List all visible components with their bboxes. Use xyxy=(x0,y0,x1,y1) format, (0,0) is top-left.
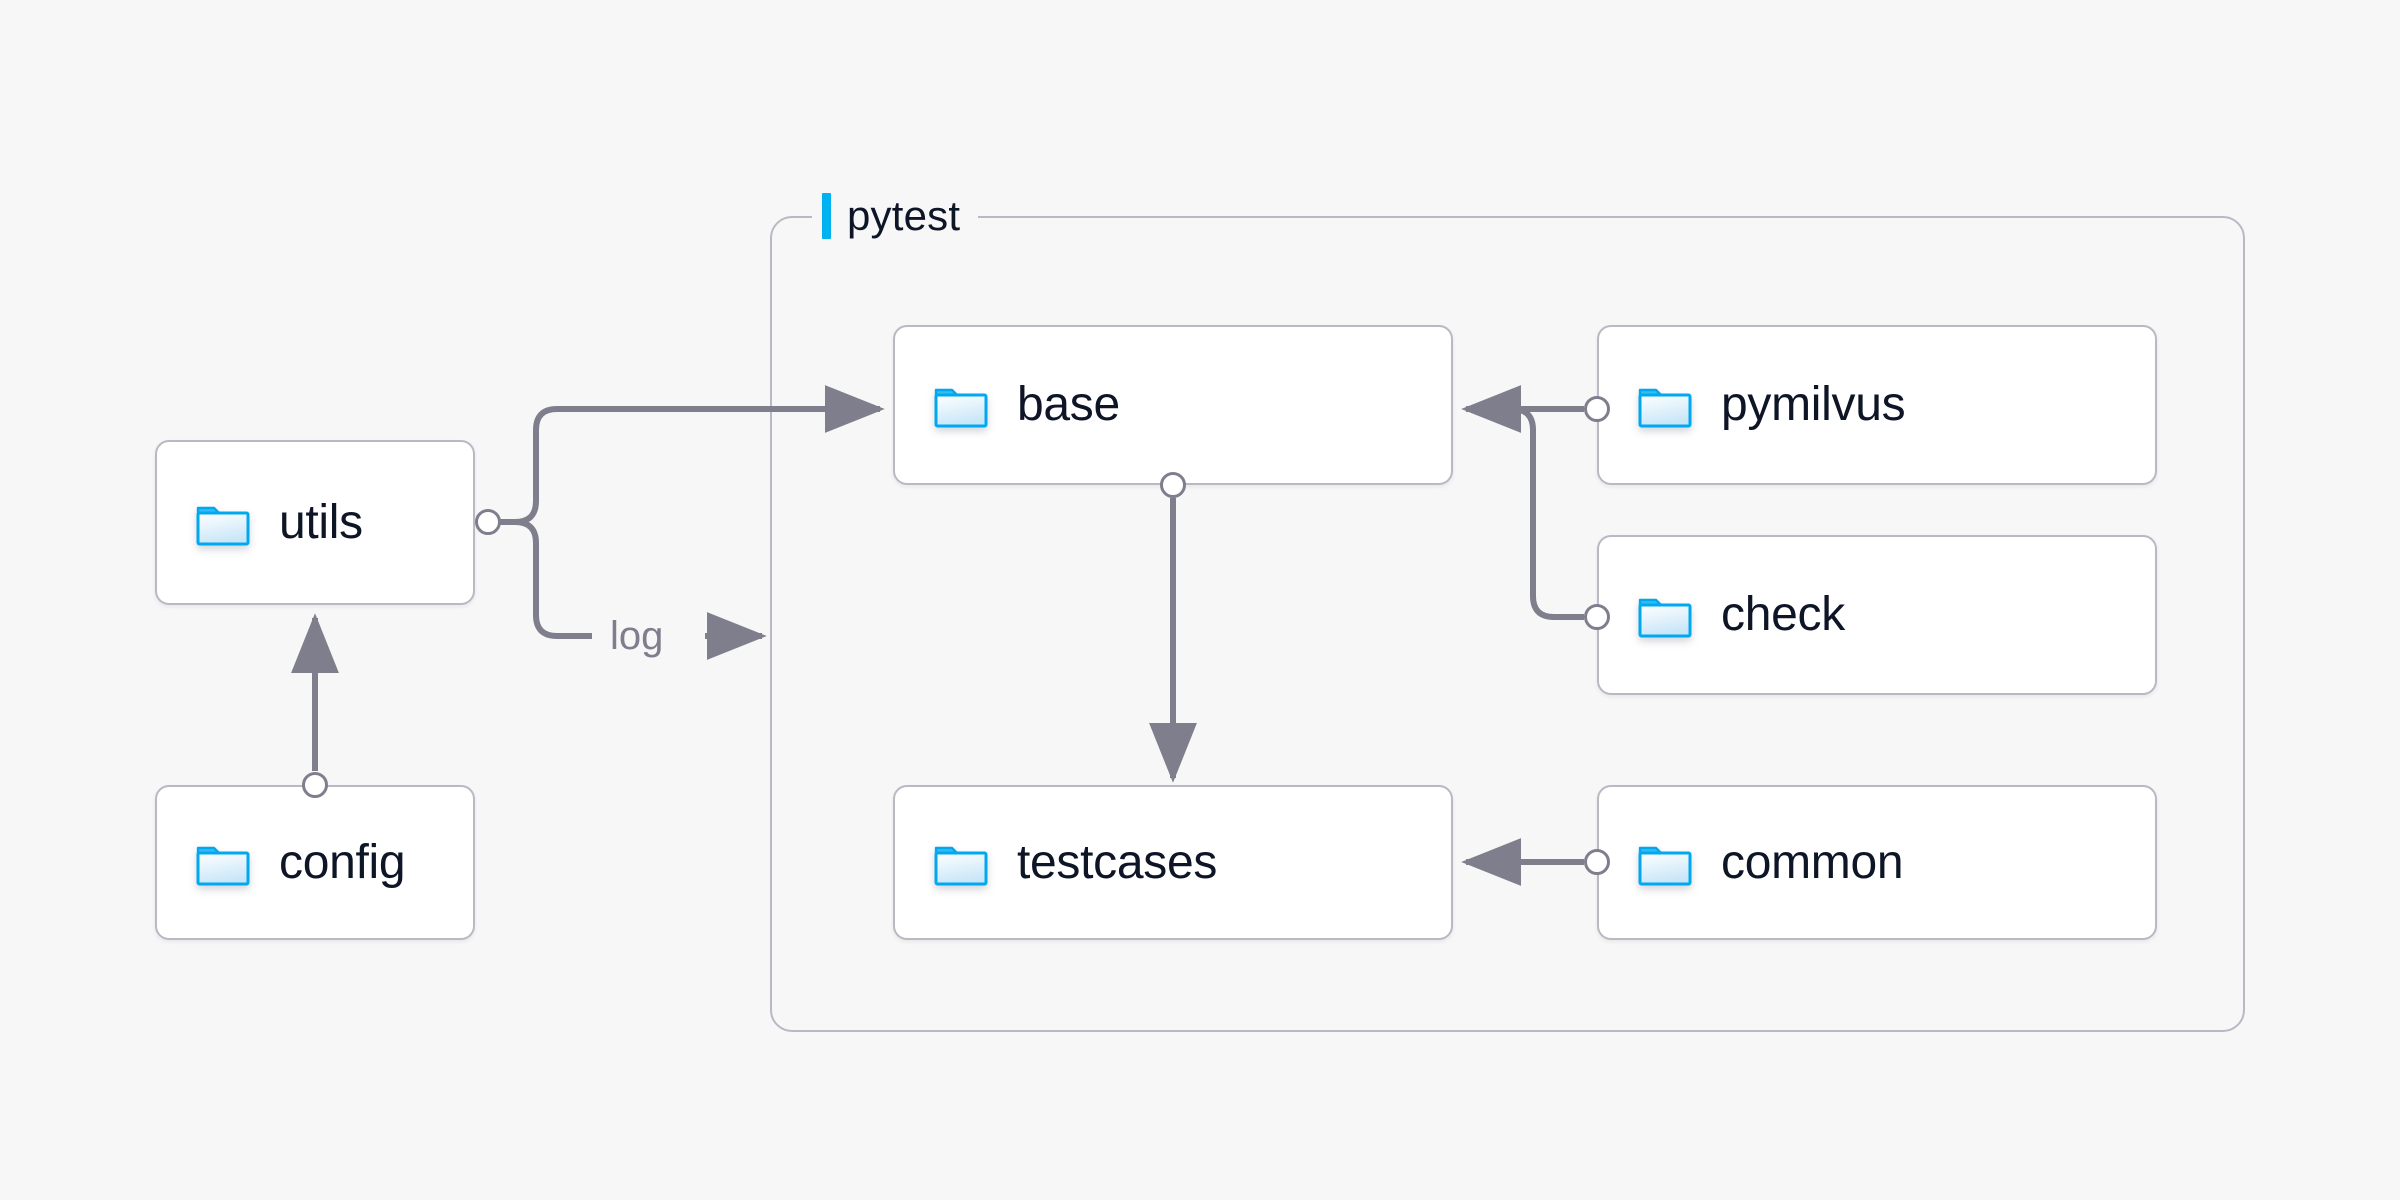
node-utils[interactable]: utils xyxy=(155,440,475,605)
folder-icon xyxy=(195,839,253,887)
folder-icon xyxy=(1637,839,1695,887)
port-utils-right[interactable] xyxy=(475,509,501,535)
port-config-top[interactable] xyxy=(302,772,328,798)
node-check[interactable]: check xyxy=(1597,535,2157,695)
port-check-left[interactable] xyxy=(1584,604,1610,630)
node-pymilvus[interactable]: pymilvus xyxy=(1597,325,2157,485)
folder-icon xyxy=(933,839,991,887)
port-pymilvus-left[interactable] xyxy=(1584,396,1610,422)
folder-icon xyxy=(1637,381,1695,429)
group-label-pytest: pytest xyxy=(812,192,979,240)
edge-label-log: log xyxy=(600,616,674,656)
folder-icon xyxy=(933,381,991,429)
node-common[interactable]: common xyxy=(1597,785,2157,940)
node-label: config xyxy=(279,835,406,889)
folder-icon xyxy=(1637,591,1695,639)
group-container-pytest xyxy=(770,216,2245,1032)
node-base[interactable]: base xyxy=(893,325,1453,485)
node-label: pymilvus xyxy=(1721,378,1906,431)
edge-utils-to-log xyxy=(514,519,592,639)
group-title: pytest xyxy=(847,192,961,239)
node-label: base xyxy=(1017,378,1120,431)
folder-icon xyxy=(195,499,253,547)
node-label: utils xyxy=(279,495,363,549)
node-label: check xyxy=(1721,588,1845,641)
accent-bar-icon xyxy=(822,193,831,239)
node-config[interactable]: config xyxy=(155,785,475,940)
node-label: testcases xyxy=(1017,835,1218,889)
node-label: common xyxy=(1721,835,1904,889)
node-testcases[interactable]: testcases xyxy=(893,785,1453,940)
port-base-bottom[interactable] xyxy=(1160,472,1186,498)
port-common-left[interactable] xyxy=(1584,849,1610,875)
